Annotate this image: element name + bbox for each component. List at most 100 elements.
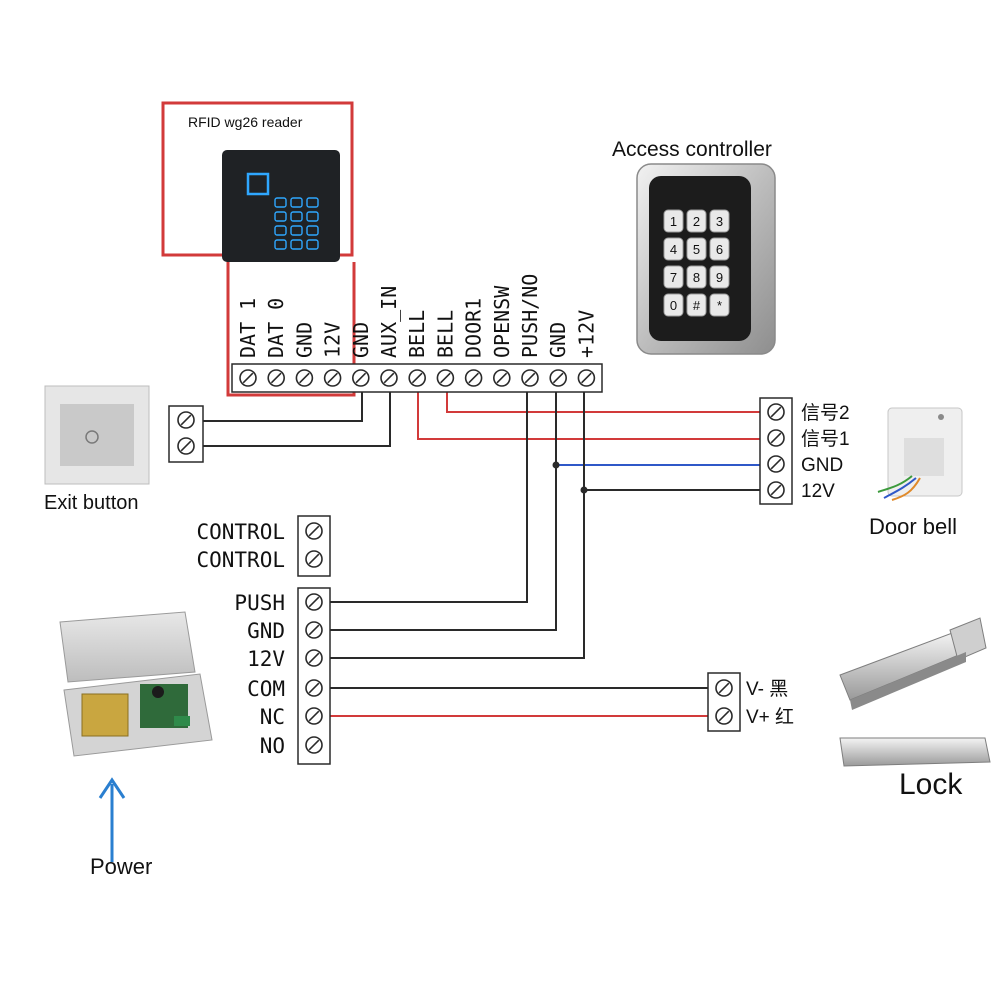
reader-key	[306, 211, 319, 222]
controller-terminal-screw	[267, 369, 286, 387]
doorbell-terminal-screw	[767, 481, 785, 499]
screw-slot	[770, 458, 782, 470]
controller-terminal-label: DAT 1	[236, 298, 260, 358]
lock-terminal-screw	[715, 679, 733, 697]
psu-terminal-screw	[305, 550, 323, 568]
controller-key	[686, 265, 707, 289]
doorbell-terminal-label: GND	[801, 455, 843, 476]
screw-slot	[581, 372, 592, 384]
screw-slot	[770, 406, 782, 418]
psu-terminal-block	[174, 716, 190, 726]
door-bell-wire-blue	[883, 477, 917, 499]
controller-key-label: *	[717, 298, 722, 313]
screw-slot	[411, 372, 423, 384]
controller-key	[709, 237, 730, 261]
reader-key	[290, 225, 303, 236]
lock-terminal-screws	[715, 679, 733, 725]
reader-key	[274, 211, 287, 222]
screw-slot	[440, 372, 451, 384]
psu-terminal-label: PUSH	[234, 591, 285, 615]
maglock-body	[839, 737, 991, 767]
doorbell-terminal-label: 12V	[801, 481, 835, 502]
controller-terminal-screw	[577, 369, 596, 387]
controller-key	[686, 209, 707, 233]
reader-key	[274, 225, 287, 236]
controller-key-label: 0	[670, 298, 677, 313]
lock-terminal-labels: V- 黑V+ 红	[746, 679, 794, 728]
reader-keypad	[274, 197, 319, 250]
door-bell-inner	[904, 438, 944, 476]
reader-key	[274, 197, 287, 208]
controller-terminal-screws	[239, 369, 596, 387]
screw-slot	[718, 682, 730, 694]
reader-key	[290, 211, 303, 222]
screw-slot	[308, 682, 320, 694]
controller-key	[663, 265, 684, 289]
screw-slot	[718, 710, 730, 722]
bolt-lock-side	[850, 652, 966, 710]
controller-terminal-screw	[239, 369, 257, 387]
screw-slot	[552, 372, 564, 384]
screw-slot	[308, 553, 320, 565]
door-bell-hole	[938, 414, 944, 420]
door-bell-label: Door bell	[869, 514, 957, 539]
controller-terminal-screw	[464, 369, 483, 387]
screw-slot	[496, 372, 508, 384]
exit-button-label: Exit button	[44, 492, 139, 514]
doorbell-terminal-screw	[767, 429, 785, 447]
controller-key-label: 6	[716, 242, 723, 257]
psu-terminal-screw	[305, 593, 323, 611]
psu-terminal-screws	[305, 522, 323, 754]
controller-key	[663, 209, 684, 233]
controller-key-label: 8	[693, 270, 700, 285]
controller-key-label: 3	[716, 214, 723, 229]
controller-key-label: 4	[670, 242, 677, 257]
reader-wire-outline	[226, 262, 356, 397]
controller-terminal-label: DAT 0	[264, 298, 288, 358]
psu-terminal-label: GND	[247, 619, 285, 643]
reader-key	[290, 239, 303, 250]
door-bell-wire-green	[877, 475, 913, 493]
screw-slot	[180, 414, 192, 426]
wire-exit-aux	[203, 392, 391, 447]
controller-terminal-label: 12V	[321, 322, 345, 358]
psu-terminal-label: COM	[247, 677, 285, 701]
reader-key	[306, 225, 319, 236]
screw-slot	[770, 432, 782, 444]
access-controller-label: Access controller	[612, 138, 772, 161]
doorbell-terminal-screws	[767, 403, 785, 499]
rfid-reader-label: RFID wg26 reader	[188, 114, 303, 130]
screw-slot	[308, 624, 320, 636]
exit-button-device: Exit button	[44, 385, 150, 514]
screw-slot	[308, 710, 320, 722]
screw-slot	[770, 484, 782, 496]
psu-main-terminal-block	[297, 587, 331, 765]
controller-terminal-label: BELL	[433, 310, 457, 358]
power-arrow-head	[98, 777, 126, 799]
controller-terminal-screw	[351, 369, 370, 387]
controller-key	[686, 237, 707, 261]
psu-terminal-label: NC	[260, 705, 285, 729]
controller-key-label: 5	[693, 242, 700, 257]
psu-lid	[59, 611, 196, 683]
reader-key	[306, 239, 319, 250]
junction-gnd	[552, 461, 560, 469]
controller-terminal-label: +12V	[574, 310, 598, 358]
psu-terminal-label: NO	[260, 734, 285, 758]
screw-slot	[299, 372, 310, 384]
controller-terminal-label: GND	[292, 322, 316, 358]
screw-slot	[180, 440, 192, 452]
wire-gnd	[330, 392, 557, 631]
controller-terminal-label: PUSH/NO	[518, 274, 542, 358]
power-label: Power	[90, 854, 152, 879]
controller-terminal-screw	[380, 369, 398, 387]
controller-key	[709, 293, 730, 317]
lock-label: Lock	[899, 768, 963, 801]
controller-terminal-screw	[295, 369, 314, 387]
controller-terminal-screw	[549, 369, 568, 387]
